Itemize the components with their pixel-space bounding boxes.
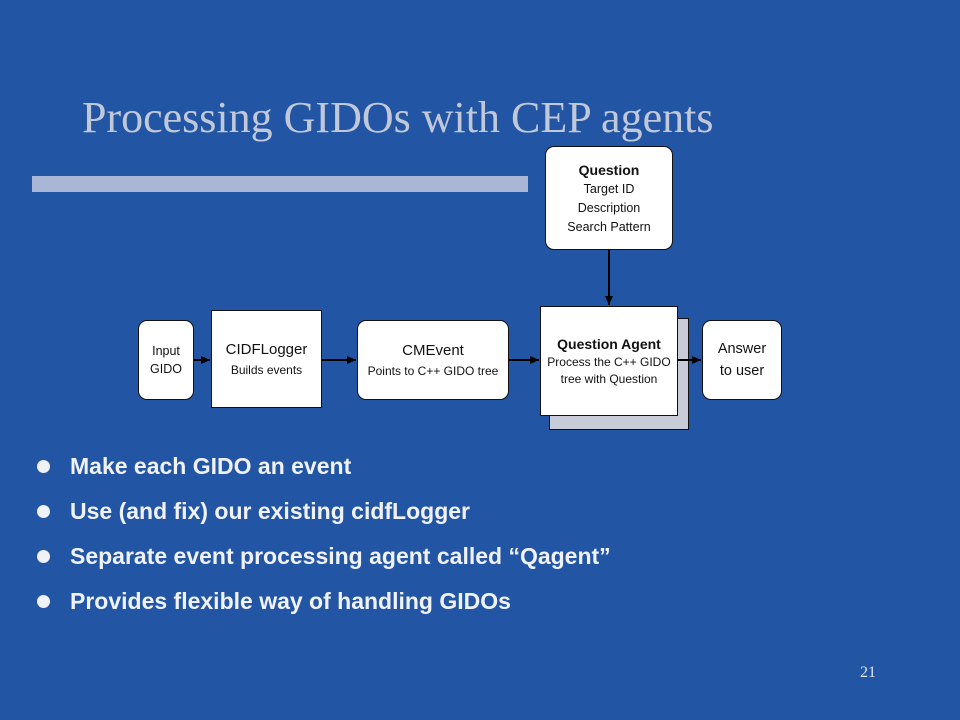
- cmevent-box: CMEvent Points to C++ GIDO tree: [357, 320, 509, 400]
- question-line2: Description: [577, 200, 641, 215]
- bullet-item: Make each GIDO an event: [36, 448, 611, 493]
- question-title: Question: [578, 161, 640, 178]
- slide-title: Processing GIDOs with CEP agents: [82, 93, 714, 142]
- question-line1: Target ID: [583, 181, 635, 196]
- bullet-item: Use (and fix) our existing cidfLogger: [36, 493, 611, 538]
- answer-line1: Answer: [717, 341, 767, 357]
- bullet-dot-icon: [37, 505, 50, 518]
- question-line3: Search Pattern: [567, 219, 651, 234]
- bullet-dot-icon: [37, 550, 50, 563]
- input-box-line1: Input: [152, 344, 180, 358]
- cmevent-subtitle: Points to C++ GIDO tree: [367, 364, 499, 378]
- cmevent-title: CMEvent: [402, 342, 464, 359]
- bullet-text: Make each GIDO an event: [70, 453, 352, 479]
- input-gido-box: Input GIDO: [138, 320, 194, 400]
- bullet-list: Make each GIDO an event Use (and fix) ou…: [36, 448, 611, 628]
- bullet-dot-icon: [37, 460, 50, 473]
- page-number: 21: [860, 664, 876, 681]
- bullet-text: Separate event processing agent called “…: [70, 543, 611, 569]
- question-agent-title: Question Agent: [557, 336, 661, 352]
- bullet-item: Separate event processing agent called “…: [36, 538, 611, 583]
- cidflogger-box: CIDFLogger Builds events: [211, 310, 322, 408]
- bullet-text: Use (and fix) our existing cidfLogger: [70, 498, 470, 524]
- cidflogger-title: CIDFLogger: [225, 341, 308, 358]
- input-box-line2: GIDO: [150, 362, 182, 376]
- answer-line2: to user: [719, 363, 765, 379]
- question-agent-line2: tree with Question: [560, 372, 658, 386]
- question-agent-box: Question Agent Process the C++ GIDO tree…: [540, 306, 678, 416]
- question-box: Question Target ID Description Search Pa…: [545, 146, 673, 250]
- bullet-text: Provides flexible way of handling GIDOs: [70, 588, 511, 614]
- question-agent-line1: Process the C++ GIDO: [547, 355, 671, 369]
- bullet-item: Provides flexible way of handling GIDOs: [36, 583, 611, 628]
- answer-box: Answer to user: [702, 320, 782, 400]
- cidflogger-subtitle: Builds events: [230, 363, 303, 377]
- title-underline-bar: [32, 176, 528, 192]
- bullet-dot-icon: [37, 595, 50, 608]
